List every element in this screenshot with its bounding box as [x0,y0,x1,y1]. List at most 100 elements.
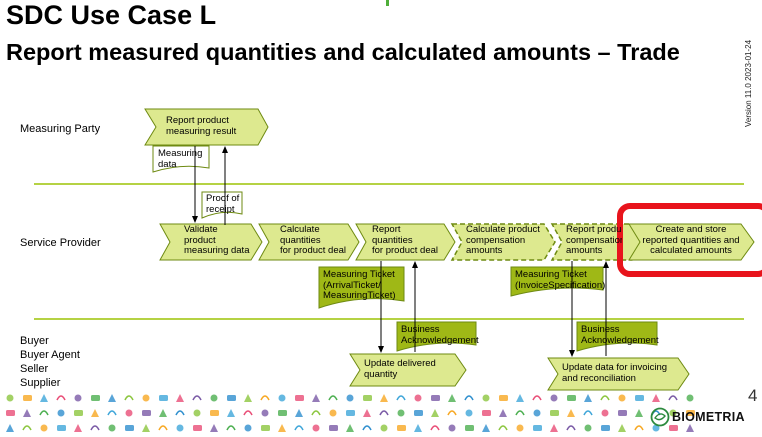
footer-decor-icon [635,409,643,417]
footer-decor-icon [380,424,388,432]
process-create-store-label: Create and store reported quantities and… [642,224,740,256]
footer-decor-icon [125,409,133,417]
biometria-logo: BIOMETRIA [648,404,758,430]
process-report-quantities-label: Report quantities for product deal [372,224,439,256]
footer-decor-icon [260,395,270,401]
footer-decor-icon [159,409,167,417]
footer-decor-icon [346,394,354,402]
footer-decor-icon [498,425,508,431]
footer-decor-icon [550,424,558,432]
footer-decor-icon [431,409,439,417]
footer-decor-icon [176,394,184,402]
footer-decor-icon [22,425,32,431]
footer-decor-icon [584,394,592,402]
footer-decor-icon [618,424,626,432]
footer-decor-icon [159,395,168,401]
footer-decor-icon [124,395,134,401]
footer-decor-icon [74,424,82,432]
process-create-store [628,223,755,261]
footer-decor-icon [210,424,218,432]
footer-decor-icon [652,394,660,402]
footer-decor-icon [482,410,491,416]
doc-measuring-ticket-1-label: Measuring Ticket (ArrivalTicket/ Measuri… [323,269,396,301]
footer-decor-icon [74,394,82,402]
page-subtitle: Report measured quantities and calculate… [6,39,680,65]
footer-decor-icon [6,394,14,402]
footer-decor-icon [515,410,525,416]
footer-decor-icon [278,410,287,416]
footer-decor-icon [142,424,150,432]
footer-decor-icon [39,410,49,416]
footer-decor-icon [192,395,202,401]
footer-decor-icon [516,394,524,402]
footer-decor-icon [56,395,66,401]
footer-decor-icon [193,409,201,417]
footer-decor-icon [125,425,134,431]
footer-decor-icon [108,394,116,402]
process-update-delivered [349,353,467,387]
footer-decor-icon [142,394,150,402]
footer-decor-icon [227,409,235,417]
footer-decor-icon [533,425,542,431]
footer-decor-icon [261,409,269,417]
footer-decor-icon [278,394,286,402]
footer-decor-icon [618,394,626,402]
doc-business-ack-2-label: Business Acknowledgement [581,324,659,346]
footer-decor-icon [414,394,422,402]
doc-measuring-ticket-1 [318,266,405,309]
footer-decor-icon [193,425,202,431]
footer-decor-icon [91,395,100,401]
doc-proof-of-receipt-label: Proof of receipt [206,193,240,215]
process-report-measuring-result [144,108,269,146]
footer-decor-icon [430,425,440,431]
footer-decor-icon [295,409,303,417]
footer-decor-icon [533,409,541,417]
footer-decor-icon [414,410,423,416]
footer-decor-icon [40,394,48,402]
footer-decor-icon [40,424,48,432]
footer-decor-icon [175,410,185,416]
footer-decor-icon [618,410,627,416]
process-update-delivered-label: Update delivered quantity [364,358,436,380]
footer-decor-icon [176,424,184,432]
footer-decor-icon [669,425,678,431]
footer-decor-icon [482,394,490,402]
footer-decor-icon [227,395,236,401]
footer-decor-icon [397,409,405,417]
doc-measuring-data-label: Measuring data [158,148,203,170]
process-report-quantities [355,223,456,261]
footer-decor-icon [57,409,65,417]
doc-measuring-ticket-2-label: Measuring Ticket (InvoiceSpecification) [515,269,606,291]
footer-decor-icon [210,394,218,402]
footer-decor-icon [6,410,15,416]
footer-decor-icon [23,409,31,417]
process-calculate-compensation-label: Calculate product compensation amounts [466,225,540,256]
footer-decor-icon [74,410,83,416]
footer-decor-icon [90,425,100,431]
footer-decor-icon [142,410,151,416]
footer-decor-icon [499,409,507,417]
footer-decor-icon [108,424,116,432]
footer-decor-icon [601,409,609,417]
process-report-compensation-label: Report product compensation amounts [566,225,622,256]
footer-decor-icon [397,425,406,431]
footer-decor-icon [499,395,508,401]
footer-decor-icon [363,409,371,417]
highlight-box [617,203,762,277]
footer-decor-icon [396,395,406,401]
footer-decor-icon [601,425,610,431]
footer-decor-icon [584,424,592,432]
footer-decor-icon [210,410,219,416]
process-update-invoicing [547,357,690,391]
footer-decor-icon [686,410,695,416]
footer-decor-icon [448,394,456,402]
footer-decor-icon [329,409,337,417]
footer-decor-icon [465,425,474,431]
footer-decor-icon [668,395,678,401]
footer-decor-icon [346,424,354,432]
footer-decor-icon [600,395,610,401]
footer-decor-icon [567,395,576,401]
footer-decor-icon [634,425,644,431]
process-validate-label: Validate product measuring data [184,224,250,256]
